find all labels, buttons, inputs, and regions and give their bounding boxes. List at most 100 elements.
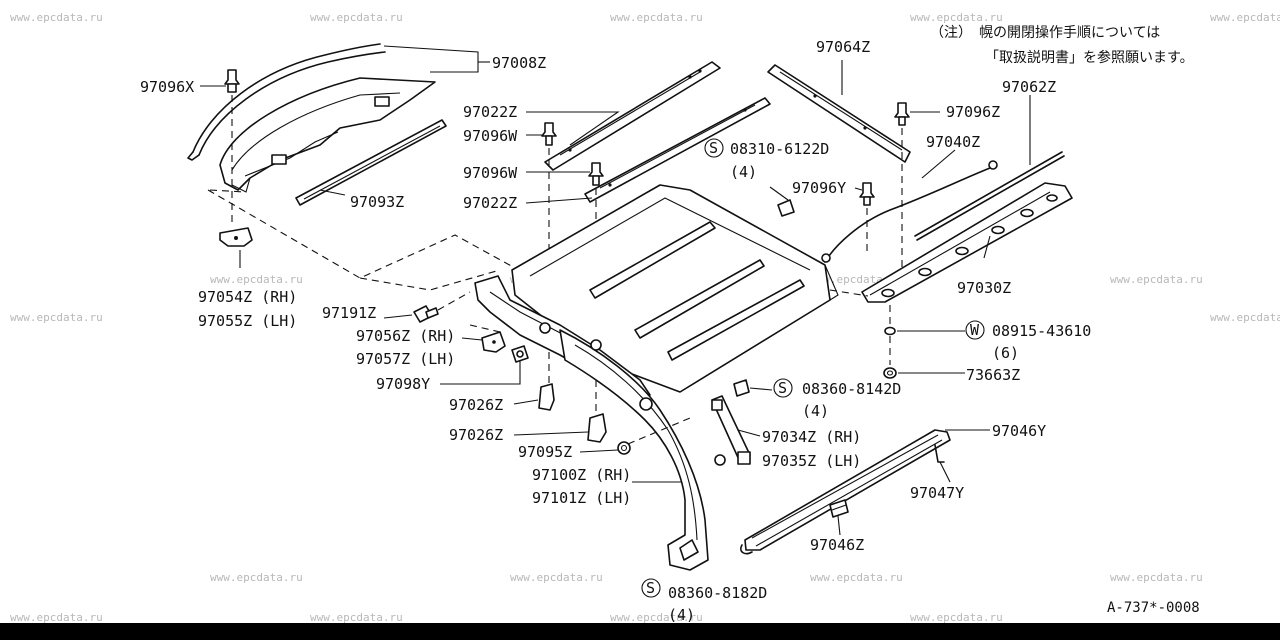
bracket-97026Z-a-part	[538, 383, 555, 411]
label-97026Z-a: 97026Z	[449, 396, 503, 414]
washer-08915-part	[884, 326, 896, 336]
label-97096Z: 97096Z	[946, 103, 1000, 121]
watermark: www.epcdata.ru	[210, 571, 303, 584]
nut-73663Z-part	[883, 367, 897, 379]
label-97096W-b: 97096W	[463, 164, 518, 182]
label-08915-43610: 08915-43610	[992, 322, 1091, 340]
label-08360-8182D: 08360-8182D	[668, 584, 767, 602]
diagram-canvas: www.epcdata.ru www.epcdata.ru www.epcdat…	[10, 11, 1280, 624]
clip-97096W-a-part	[541, 122, 557, 146]
watermark: www.epcdata.ru	[10, 11, 103, 24]
label-97191Z: 97191Z	[322, 304, 376, 322]
weatherstrip-arc-part	[187, 43, 386, 161]
clip-97046Z-part	[829, 499, 849, 518]
watermark: www.epcdata.ru	[910, 11, 1003, 24]
side-rail-linkage-part	[474, 275, 709, 571]
clip-97096Z-part	[894, 102, 910, 126]
watermark: www.epcdata.ru	[610, 11, 703, 24]
bolt-08310-part	[777, 199, 795, 217]
label-97055Z: 97055Z (LH)	[198, 312, 297, 330]
watermark: www.epcdata.ru	[910, 611, 1003, 623]
s-symbol-text: S	[646, 579, 655, 597]
watermark: www.epcdata.ru	[1210, 311, 1280, 324]
label-08310-6122D-qty: (4)	[730, 163, 757, 181]
label-97100Z: 97100Z (RH)	[532, 466, 631, 484]
label-97008Z: 97008Z	[492, 54, 546, 72]
watermark: www.epcdata.ru	[1110, 273, 1203, 286]
watermark: www.epcdata.ru	[10, 311, 103, 324]
s-symbol-8182D	[641, 578, 661, 598]
s-symbol-8142D	[773, 378, 793, 398]
watermark: www.epcdata.ru	[1110, 571, 1203, 584]
label-73663Z: 73663Z	[966, 366, 1020, 384]
note-line-2: 「取扱説明書」を参照願います。	[985, 49, 1194, 66]
clip-97096W-b-part	[588, 162, 604, 186]
label-97098Y: 97098Y	[376, 375, 430, 393]
s-symbol-6122D	[704, 138, 724, 158]
label-97047Y: 97047Y	[910, 484, 964, 502]
watermark: www.epcdata.ru	[510, 571, 603, 584]
label-97064Z: 97064Z	[816, 38, 870, 56]
label-08915-43610-qty: (6)	[992, 344, 1019, 362]
bottom-black-bar	[0, 623, 1280, 640]
weatherstrip-97046Y-part	[740, 429, 951, 555]
bushing-97098Y-part	[511, 345, 529, 363]
seal-strip-part	[295, 119, 447, 206]
leader-lines	[200, 45, 1031, 536]
label-97034Z: 97034Z (RH)	[762, 428, 861, 446]
w-symbol-text: W	[970, 321, 980, 339]
note-line-1: （注） 幌の開閉操作手順については	[930, 25, 1160, 41]
label-97096W-a: 97096W	[463, 127, 518, 145]
label-97030Z: 97030Z	[957, 279, 1011, 297]
watermark: www.epcdata.ru	[810, 571, 903, 584]
roof-bow-front-part	[544, 61, 721, 171]
bracket-97026Z-b-part	[587, 413, 607, 443]
strap-97034Z-part	[711, 395, 751, 466]
watermark: www.epcdata.ru	[1210, 11, 1280, 24]
label-97022Z-a: 97022Z	[463, 103, 517, 121]
label-08360-8182D-qty: (4)	[668, 606, 695, 623]
label-97026Z-b: 97026Z	[449, 426, 503, 444]
label-97046Y: 97046Y	[992, 422, 1046, 440]
label-97022Z-b: 97022Z	[463, 194, 517, 212]
rod-97062Z-part	[914, 151, 1065, 241]
s-symbol-text: S	[778, 379, 787, 397]
watermark: www.epcdata.ru	[310, 11, 403, 24]
label-97057Z: 97057Z (LH)	[356, 350, 455, 368]
bracket-97056Z-part	[481, 331, 506, 353]
trim-panel-97030Z-part	[861, 182, 1073, 303]
bracket-97054Z-part	[219, 227, 253, 247]
label-97096Y: 97096Y	[792, 179, 846, 197]
label-97095Z: 97095Z	[518, 443, 572, 461]
label-97046Z: 97046Z	[810, 536, 864, 554]
watermark: www.epcdata.ru	[310, 611, 403, 623]
top-frame-panel-part	[511, 184, 839, 393]
w-symbol	[965, 320, 985, 340]
s-symbol-text: S	[709, 139, 718, 157]
nut-97095Z-part	[617, 441, 631, 455]
rear-header-panel-part	[219, 77, 436, 193]
label-08360-8142D: 08360-8142D	[802, 380, 901, 398]
rear-rail-97064Z-part	[767, 64, 911, 163]
watermark: www.epcdata.ru	[10, 611, 103, 623]
bolt-08360-8142D-part	[733, 379, 750, 397]
label-97035Z: 97035Z (LH)	[762, 452, 861, 470]
rod-97040Z-part	[821, 160, 998, 263]
clip-97047Y-part	[934, 444, 945, 463]
label-97101Z: 97101Z (LH)	[532, 489, 631, 507]
label-97096X: 97096X	[140, 78, 194, 96]
label-97054Z: 97054Z (RH)	[198, 288, 297, 306]
label-08360-8142D-qty: (4)	[802, 402, 829, 420]
clip-97096Y-part	[859, 182, 875, 206]
label-97093Z: 97093Z	[350, 193, 404, 211]
clip-97096X-part	[224, 69, 240, 93]
watermark: www.epcdata.ru	[610, 611, 703, 623]
label-97062Z: 97062Z	[1002, 78, 1056, 96]
bolt-97191Z-part	[413, 305, 439, 323]
diagram-code: A-737*-0008	[1107, 600, 1200, 616]
label-97040Z: 97040Z	[926, 133, 980, 151]
label-97056Z: 97056Z (RH)	[356, 327, 455, 345]
roof-bow-rear-part	[584, 97, 771, 203]
watermark: www.epcdata.ru	[210, 273, 303, 286]
